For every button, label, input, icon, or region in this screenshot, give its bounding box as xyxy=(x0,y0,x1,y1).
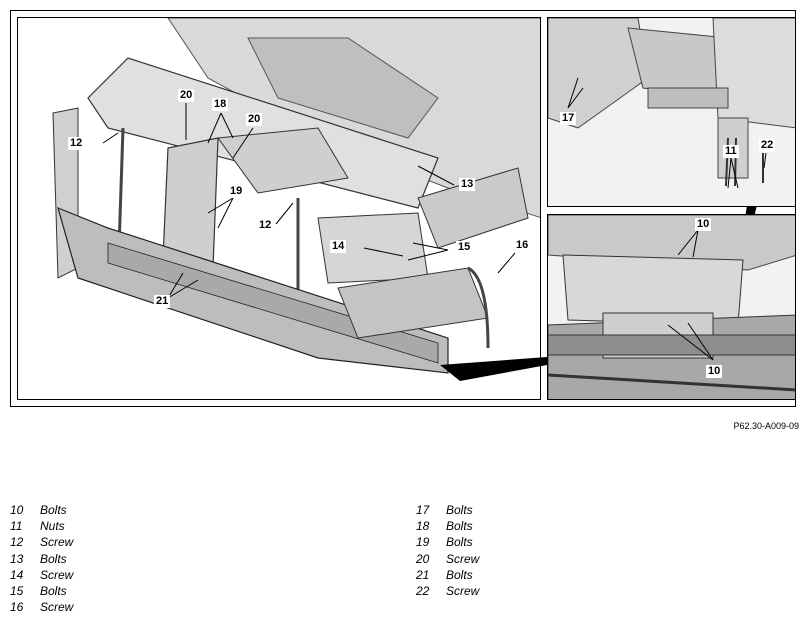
callout-17: 17 xyxy=(560,112,577,125)
callout-10: 10 xyxy=(706,365,723,378)
detail-view-bottom xyxy=(547,214,796,400)
legend-label: Screw xyxy=(40,535,74,550)
legend-number: 13 xyxy=(10,551,24,566)
legend-item: 19 Bolts xyxy=(416,535,479,551)
callout-18: 18 xyxy=(212,98,229,111)
legend-label: Bolts xyxy=(40,551,67,566)
legend-label: Screw xyxy=(40,600,74,615)
legend-number: 14 xyxy=(10,567,24,582)
legend-number: 20 xyxy=(416,551,430,566)
detail-pointer xyxy=(440,357,547,381)
legend-label: Bolts xyxy=(446,519,473,534)
legend-item: 15 Bolts xyxy=(10,584,73,600)
legend-number: 18 xyxy=(416,519,430,534)
detail-drawing-bottom xyxy=(548,215,795,399)
callout-14: 14 xyxy=(330,240,347,253)
callout-13: 13 xyxy=(459,178,476,191)
legend-label: Nuts xyxy=(40,519,65,534)
legend-label: Bolts xyxy=(446,503,473,517)
legend-item: 13 Bolts xyxy=(10,552,73,568)
front-end-assembly-drawing xyxy=(52,18,540,374)
legend-number: 12 xyxy=(10,535,24,550)
legend-item: 20 Screw xyxy=(416,552,479,568)
legend-label: Screw xyxy=(40,567,74,582)
callout-12: 12 xyxy=(257,219,274,232)
callout-19: 19 xyxy=(228,185,245,198)
legend-number: 11 xyxy=(10,519,23,534)
main-illustration xyxy=(17,17,541,400)
legend-item: 11 Nuts xyxy=(10,519,73,535)
callout-11: 11 xyxy=(723,145,739,158)
legend-label: Bolts xyxy=(40,503,67,517)
legend-label: Bolts xyxy=(446,535,473,550)
detail-drawing-top xyxy=(548,18,795,189)
callout-20: 20 xyxy=(178,89,195,102)
callout-16: 16 xyxy=(514,239,531,252)
legend-number: 22 xyxy=(416,583,430,598)
callout-15: 15 xyxy=(456,241,473,254)
callout-20: 20 xyxy=(246,113,263,126)
legend-item: 10 Bolts xyxy=(10,503,73,519)
legend-number: 10 xyxy=(10,503,24,517)
callout-10: 10 xyxy=(695,218,712,231)
legend-label: Screw xyxy=(446,583,480,598)
callout-22: 22 xyxy=(759,139,776,152)
legend-label: Bolts xyxy=(446,567,473,582)
legend-number: 15 xyxy=(10,583,24,598)
callout-12: 12 xyxy=(68,137,85,150)
legend-item: 22 Screw xyxy=(416,584,479,600)
callout-21: 21 xyxy=(154,295,171,308)
drawing-code: P62.30-A009-09 xyxy=(733,421,799,431)
legend-number: 17 xyxy=(416,503,430,517)
legend-number: 21 xyxy=(416,567,430,582)
legend-item: 17 Bolts xyxy=(416,503,479,519)
legend-number: 16 xyxy=(10,600,24,615)
legend-item: 18 Bolts xyxy=(416,519,479,535)
legend-item: 12 Screw xyxy=(10,535,73,551)
legend-item: 21 Bolts xyxy=(416,568,479,584)
legend-number: 19 xyxy=(416,535,430,550)
detail-view-top xyxy=(547,17,796,207)
legend-item: 16 Screw xyxy=(10,600,73,616)
legend-label: Bolts xyxy=(40,583,67,598)
legend-item: 14 Screw xyxy=(10,568,73,584)
legend-label: Screw xyxy=(446,551,480,566)
